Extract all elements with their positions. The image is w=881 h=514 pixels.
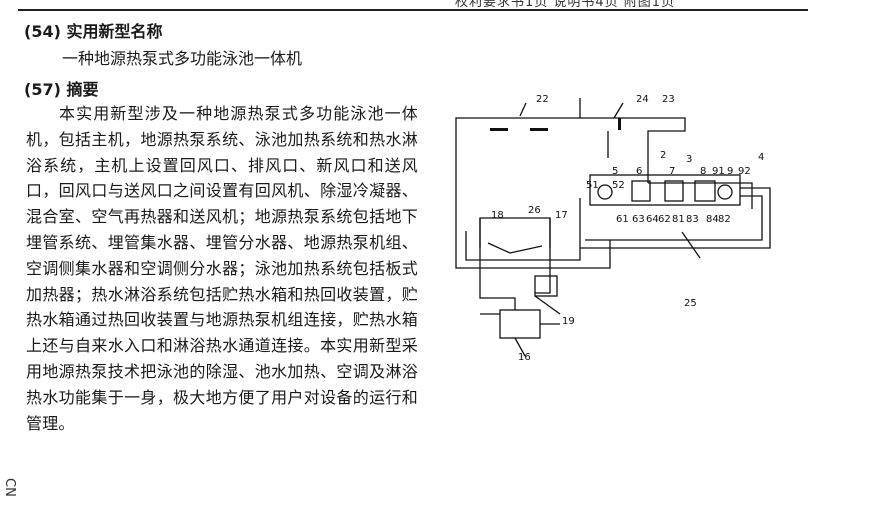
label-19: 19 <box>562 316 575 327</box>
label-83: 83 <box>686 214 699 225</box>
label-8: 8 <box>700 166 706 177</box>
label-17: 17 <box>555 210 568 221</box>
label-82: 82 <box>718 214 731 225</box>
label-92: 92 <box>738 166 751 177</box>
utility-model-name: 一种地源热泵式多功能泳池一体机 <box>62 49 303 68</box>
side-mark: CN <box>2 478 17 497</box>
label-16: 16 <box>518 352 531 363</box>
label-9: 9 <box>727 166 733 177</box>
label-51: 51 <box>586 180 599 191</box>
label-4: 4 <box>758 152 764 163</box>
label-62: 62 <box>658 214 671 225</box>
label-63: 63 <box>632 214 645 225</box>
label-25: 25 <box>684 298 697 309</box>
top-rule <box>18 9 808 11</box>
label-84: 84 <box>706 214 719 225</box>
abstract-text: 本实用新型涉及一种地源热泵式多功能泳池一体机，包括主机，地源热泵系统、泳池加热系… <box>26 104 418 433</box>
label-24: 24 <box>636 94 649 105</box>
label-52: 52 <box>612 180 625 191</box>
label-26: 26 <box>528 205 541 216</box>
label-7: 7 <box>669 166 675 177</box>
system-diagram: 22 24 23 2 3 6 7 8 91 9 92 4 5 51 52 61 … <box>455 94 771 363</box>
label-6: 6 <box>636 166 642 177</box>
label-5: 5 <box>612 166 618 177</box>
label-91: 91 <box>712 166 725 177</box>
label-2: 2 <box>660 150 666 161</box>
label-22: 22 <box>536 94 549 105</box>
label-18: 18 <box>491 210 504 221</box>
label-23: 23 <box>662 94 675 105</box>
header-fragment: 权利要求书1页 说明书4页 附图1页 <box>455 0 676 10</box>
label-61: 61 <box>616 214 629 225</box>
label-3: 3 <box>686 154 692 165</box>
field-54-title: (54) 实用新型名称 <box>24 22 163 41</box>
label-81: 81 <box>672 214 685 225</box>
field-57-title: (57) 摘要 <box>24 80 99 99</box>
label-64: 64 <box>646 214 659 225</box>
